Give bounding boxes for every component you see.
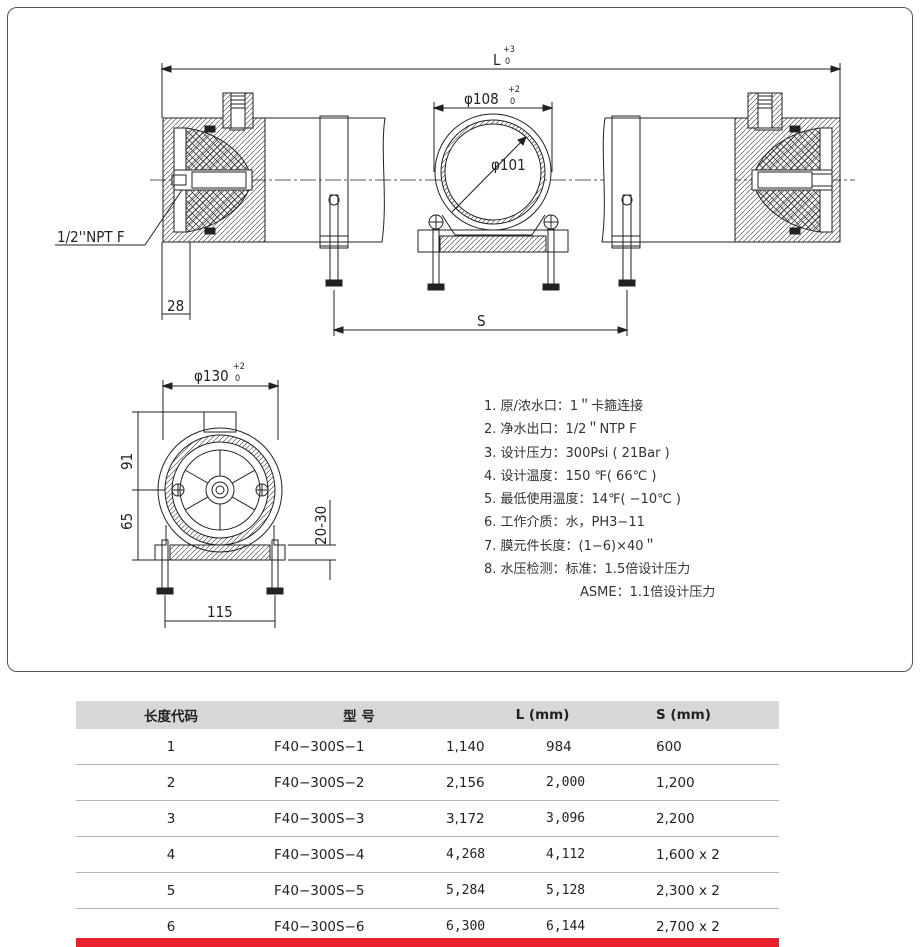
note-item: 3. 设计压力：300Psi ( 21Bar ) <box>484 445 670 461</box>
cell-model: F40−300S−3 <box>266 800 444 837</box>
dim-130-label: φ130 <box>194 367 229 385</box>
header-L: L (mm) <box>444 701 641 729</box>
cell-L1: 6,300 <box>446 919 486 934</box>
dim-outer-dia-tol-dn: 0 <box>510 97 515 107</box>
table-row: 5 F40−300S−5 5,284 5,128 2,300 x 2 <box>76 872 779 909</box>
table-header-row: 长度代码 型 号 L (mm) S (mm) <box>76 701 779 729</box>
dim-91-label: 91 <box>118 453 136 470</box>
cell-S: 2,300 x 2 <box>641 872 779 909</box>
note-item: 1. 原/浓水口：1＂卡箍连接 <box>484 399 644 414</box>
cell-L1: 2,156 <box>444 764 546 801</box>
cell-L1: 4,268 <box>444 836 546 873</box>
cell-code: 1 <box>76 729 266 765</box>
dim-inner-dia-label: φ101 <box>491 156 526 174</box>
port-label: 1/2''NPT F <box>57 228 125 246</box>
cell-code: 2 <box>76 764 266 801</box>
header-S: S (mm) <box>641 701 779 729</box>
cell-model: F40−300S−1 <box>266 729 444 765</box>
cell-model: F40−300S−5 <box>266 872 444 909</box>
dim-28-label: 28 <box>167 297 184 315</box>
cell-code: 6 <box>166 918 176 935</box>
dim-65-label: 65 <box>118 513 136 530</box>
dim-20-30-label: 20-30 <box>312 506 330 545</box>
cell-L1: 3,172 <box>444 800 546 837</box>
table-row: 2 F40−300S−2 2,156 2,000 1,200 <box>76 764 779 801</box>
cell-code: 5 <box>76 872 266 909</box>
note-item: 2. 净水出口：1/2＂NTP F <box>484 422 637 438</box>
table-row: 6 F40−300S−6 6,300 6,144 2,700 x 2 <box>76 909 779 945</box>
cell-S: 600 <box>641 729 779 765</box>
cell-L2: 5,128 <box>546 872 641 909</box>
dim-130-tol-up: +2 <box>233 362 245 372</box>
cell-L1: 5,284 <box>444 872 546 909</box>
cell-code: 4 <box>76 836 266 873</box>
cell-S: 1,200 <box>641 764 779 801</box>
header-length-code: 长度代码 <box>76 701 266 729</box>
dim-115-label: 115 <box>207 603 233 621</box>
cell-model: F40−300S−6 <box>274 918 365 935</box>
cell-L2: 984 <box>546 729 641 765</box>
dim-S-label: S <box>477 312 486 330</box>
accent-bar <box>76 938 779 947</box>
dim-130-tol-dn: 0 <box>235 374 240 384</box>
cell-L2: 3,096 <box>546 800 641 837</box>
cell-model: F40−300S−4 <box>266 836 444 873</box>
note-item: 6. 工作介质：水，PH3−11 <box>484 515 645 531</box>
dim-L-tol-up: +3 <box>503 45 515 55</box>
note-item: 7. 膜元件长度：(1−6)×40＂ <box>484 538 657 554</box>
table-row: 3 F40−300S−3 3,172 3,096 2,200 <box>76 800 779 837</box>
cell-model: F40−300S−2 <box>266 764 444 801</box>
cell-code: 3 <box>76 800 266 837</box>
table-row: 4 F40−300S−4 4,268 4,112 1,600 x 2 <box>76 836 779 873</box>
spec-notes: 1. 原/浓水口：1＂卡箍连接 2. 净水出口：1/2＂NTP F 3. 设计压… <box>484 395 784 605</box>
cell-L2: 6,144 <box>546 919 586 934</box>
header-model: 型 号 <box>266 701 444 729</box>
note-item: 5. 最低使用温度：14℉( −10℃ ) <box>484 492 681 508</box>
dim-outer-dia-tol-up: +2 <box>508 85 520 95</box>
cell-L1: 1,140 <box>444 729 546 765</box>
note-item: ASME：1.1倍设计压力 <box>580 585 716 601</box>
dim-L-tol-dn: 0 <box>505 57 510 67</box>
technical-drawing: L +3 0 φ108 +2 0 φ101 1/2''NPT F 28 S φ1… <box>55 45 855 628</box>
dim-L-label: L <box>493 51 501 69</box>
cell-L2: 2,000 <box>546 764 641 801</box>
cell-S: 1,600 x 2 <box>641 836 779 873</box>
note-item: 4. 设计温度：150 ℉( 66℃ ) <box>484 468 657 484</box>
drawing-frame <box>7 7 913 672</box>
spec-table: 长度代码 型 号 L (mm) S (mm) 1 F40−300S−1 1,14… <box>76 701 779 944</box>
dim-outer-dia-label: φ108 <box>464 90 499 108</box>
cell-S: 2,700 x 2 <box>656 918 720 935</box>
cell-L2: 4,112 <box>546 836 641 873</box>
note-item: 8. 水压检测：标准：1.5倍设计压力 <box>484 562 691 578</box>
cell-S: 2,200 <box>641 800 779 837</box>
table-row: 1 F40−300S−1 1,140 984 600 <box>76 729 779 765</box>
